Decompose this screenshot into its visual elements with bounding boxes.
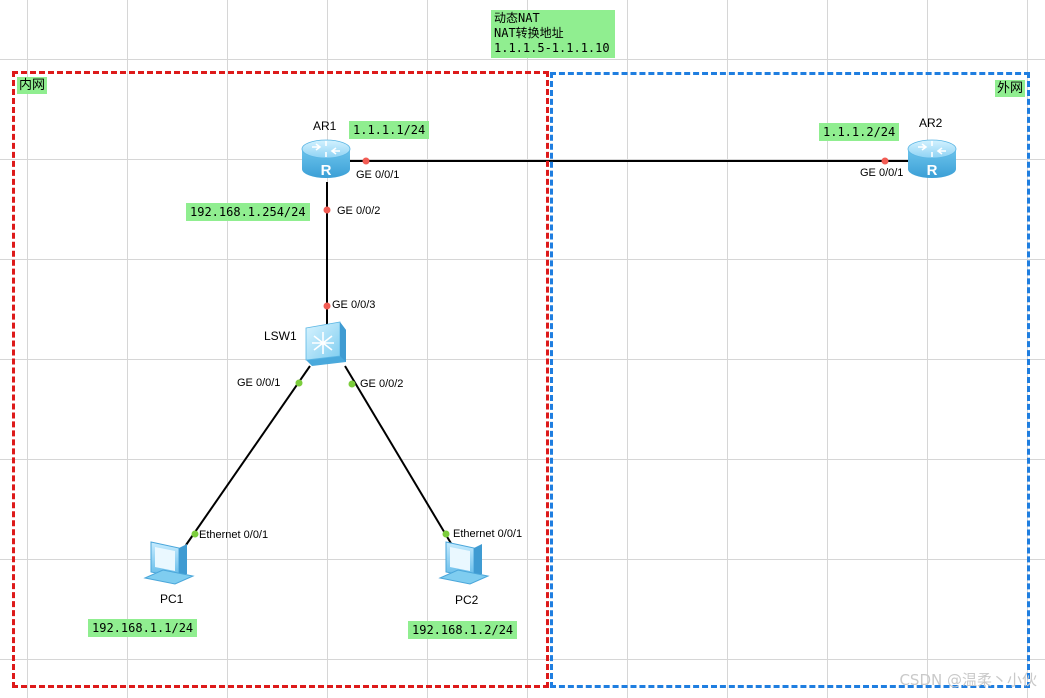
pc1-port-label: Ethernet 0/0/1 — [199, 529, 269, 541]
router-icon[interactable]: R — [301, 139, 351, 179]
nat-note[interactable]: 动态NAT NAT转换地址 1.1.1.5-1.1.1.10 — [491, 10, 615, 58]
pc1-device-label: PC1 — [160, 592, 184, 606]
lsw1-uplink-port-label: GE 0/0/3 — [332, 299, 376, 311]
ar2-wan-ip-label[interactable]: 1.1.1.2/24 — [819, 123, 900, 141]
port-dot-pc2-eth — [442, 530, 450, 538]
pc2-device-label: PC2 — [455, 593, 479, 607]
port-dot-ar1-ge001 — [362, 157, 370, 165]
pc-icon[interactable] — [438, 541, 490, 585]
nat-note-line: 动态NAT — [494, 11, 540, 25]
port-dot-ar2-ge001 — [881, 157, 889, 165]
svg-text:R: R — [927, 162, 938, 179]
pc1-ip-label[interactable]: 192.168.1.1/24 — [88, 619, 198, 637]
outer-zone-label: 外网 — [994, 80, 1025, 97]
ar2-device-label: AR2 — [919, 116, 943, 130]
ar1-device-label: AR1 — [313, 119, 337, 133]
inner-zone-label: 内网 — [17, 77, 48, 94]
ar2-wan-port-label: GE 0/0/1 — [860, 167, 904, 179]
port-dot-lsw1-ge001 — [295, 379, 303, 387]
nat-note-line: NAT转换地址 — [494, 26, 564, 40]
link-lsw1-pc2[interactable] — [344, 365, 453, 546]
ar1-lan-ip-label[interactable]: 192.168.1.254/24 — [186, 203, 310, 221]
port-dot-lsw1-ge003 — [323, 302, 331, 310]
link-lsw1-pc1[interactable] — [185, 365, 311, 546]
pc2-port-label: Ethernet 0/0/1 — [453, 528, 523, 540]
nat-note-line: 1.1.1.5-1.1.1.10 — [494, 41, 610, 55]
pc2-ip-label[interactable]: 192.168.1.2/24 — [408, 621, 518, 639]
ar1-wan-port-label: GE 0/0/1 — [356, 169, 400, 181]
watermark: CSDN @温柔丶小伙 — [899, 671, 1037, 689]
outer-network-zone: 外网 — [550, 72, 1030, 688]
port-dot-pc1-eth — [191, 530, 199, 538]
ar1-lan-port-label: GE 0/0/2 — [337, 205, 381, 217]
lsw1-pc1-port-label: GE 0/0/1 — [237, 377, 281, 389]
lsw1-pc2-port-label: GE 0/0/2 — [360, 378, 404, 390]
svg-text:R: R — [321, 162, 332, 179]
ar1-wan-ip-label[interactable]: 1.1.1.1/24 — [349, 121, 430, 139]
pc-icon[interactable] — [143, 541, 195, 585]
port-dot-ar1-ge002 — [323, 206, 331, 214]
inner-network-zone: 内网 — [12, 71, 549, 688]
router-icon[interactable]: R — [907, 139, 957, 179]
lsw1-device-label: LSW1 — [264, 329, 297, 343]
port-dot-lsw1-ge002 — [348, 380, 356, 388]
switch-icon[interactable] — [305, 321, 346, 366]
